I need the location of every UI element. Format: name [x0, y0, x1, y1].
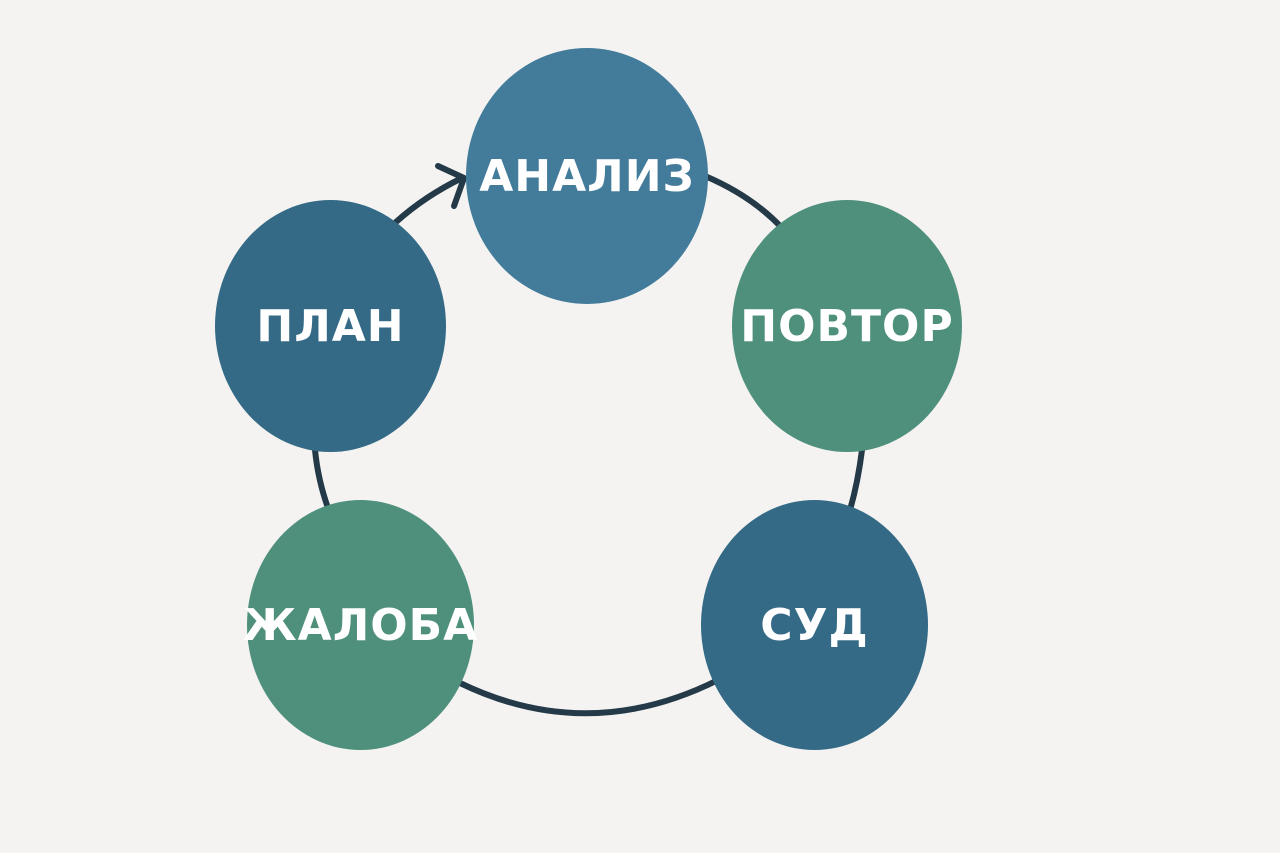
connector-plan-analysis	[393, 175, 465, 225]
node-repeat-label: ПОВТОР	[740, 300, 954, 352]
node-plan: ПЛАН	[215, 200, 446, 452]
arrowhead-icon	[435, 163, 467, 209]
connector-court-complaint	[457, 677, 721, 717]
node-court-label: СУД	[760, 599, 869, 651]
node-analysis-label: АНАЛИЗ	[479, 150, 695, 202]
node-court: СУД	[701, 500, 928, 750]
node-complaint: ЖАЛОБА	[243, 500, 477, 750]
node-plan-label: ПЛАН	[256, 300, 405, 352]
node-analysis: АНАЛИЗ	[466, 48, 708, 304]
connector-complaint-plan	[312, 447, 331, 511]
connector-analysis-repeat	[702, 173, 785, 231]
node-complaint-label: ЖАЛОБА	[242, 599, 479, 651]
node-repeat: ПОВТОР	[732, 200, 962, 452]
connector-repeat-court	[847, 447, 865, 513]
